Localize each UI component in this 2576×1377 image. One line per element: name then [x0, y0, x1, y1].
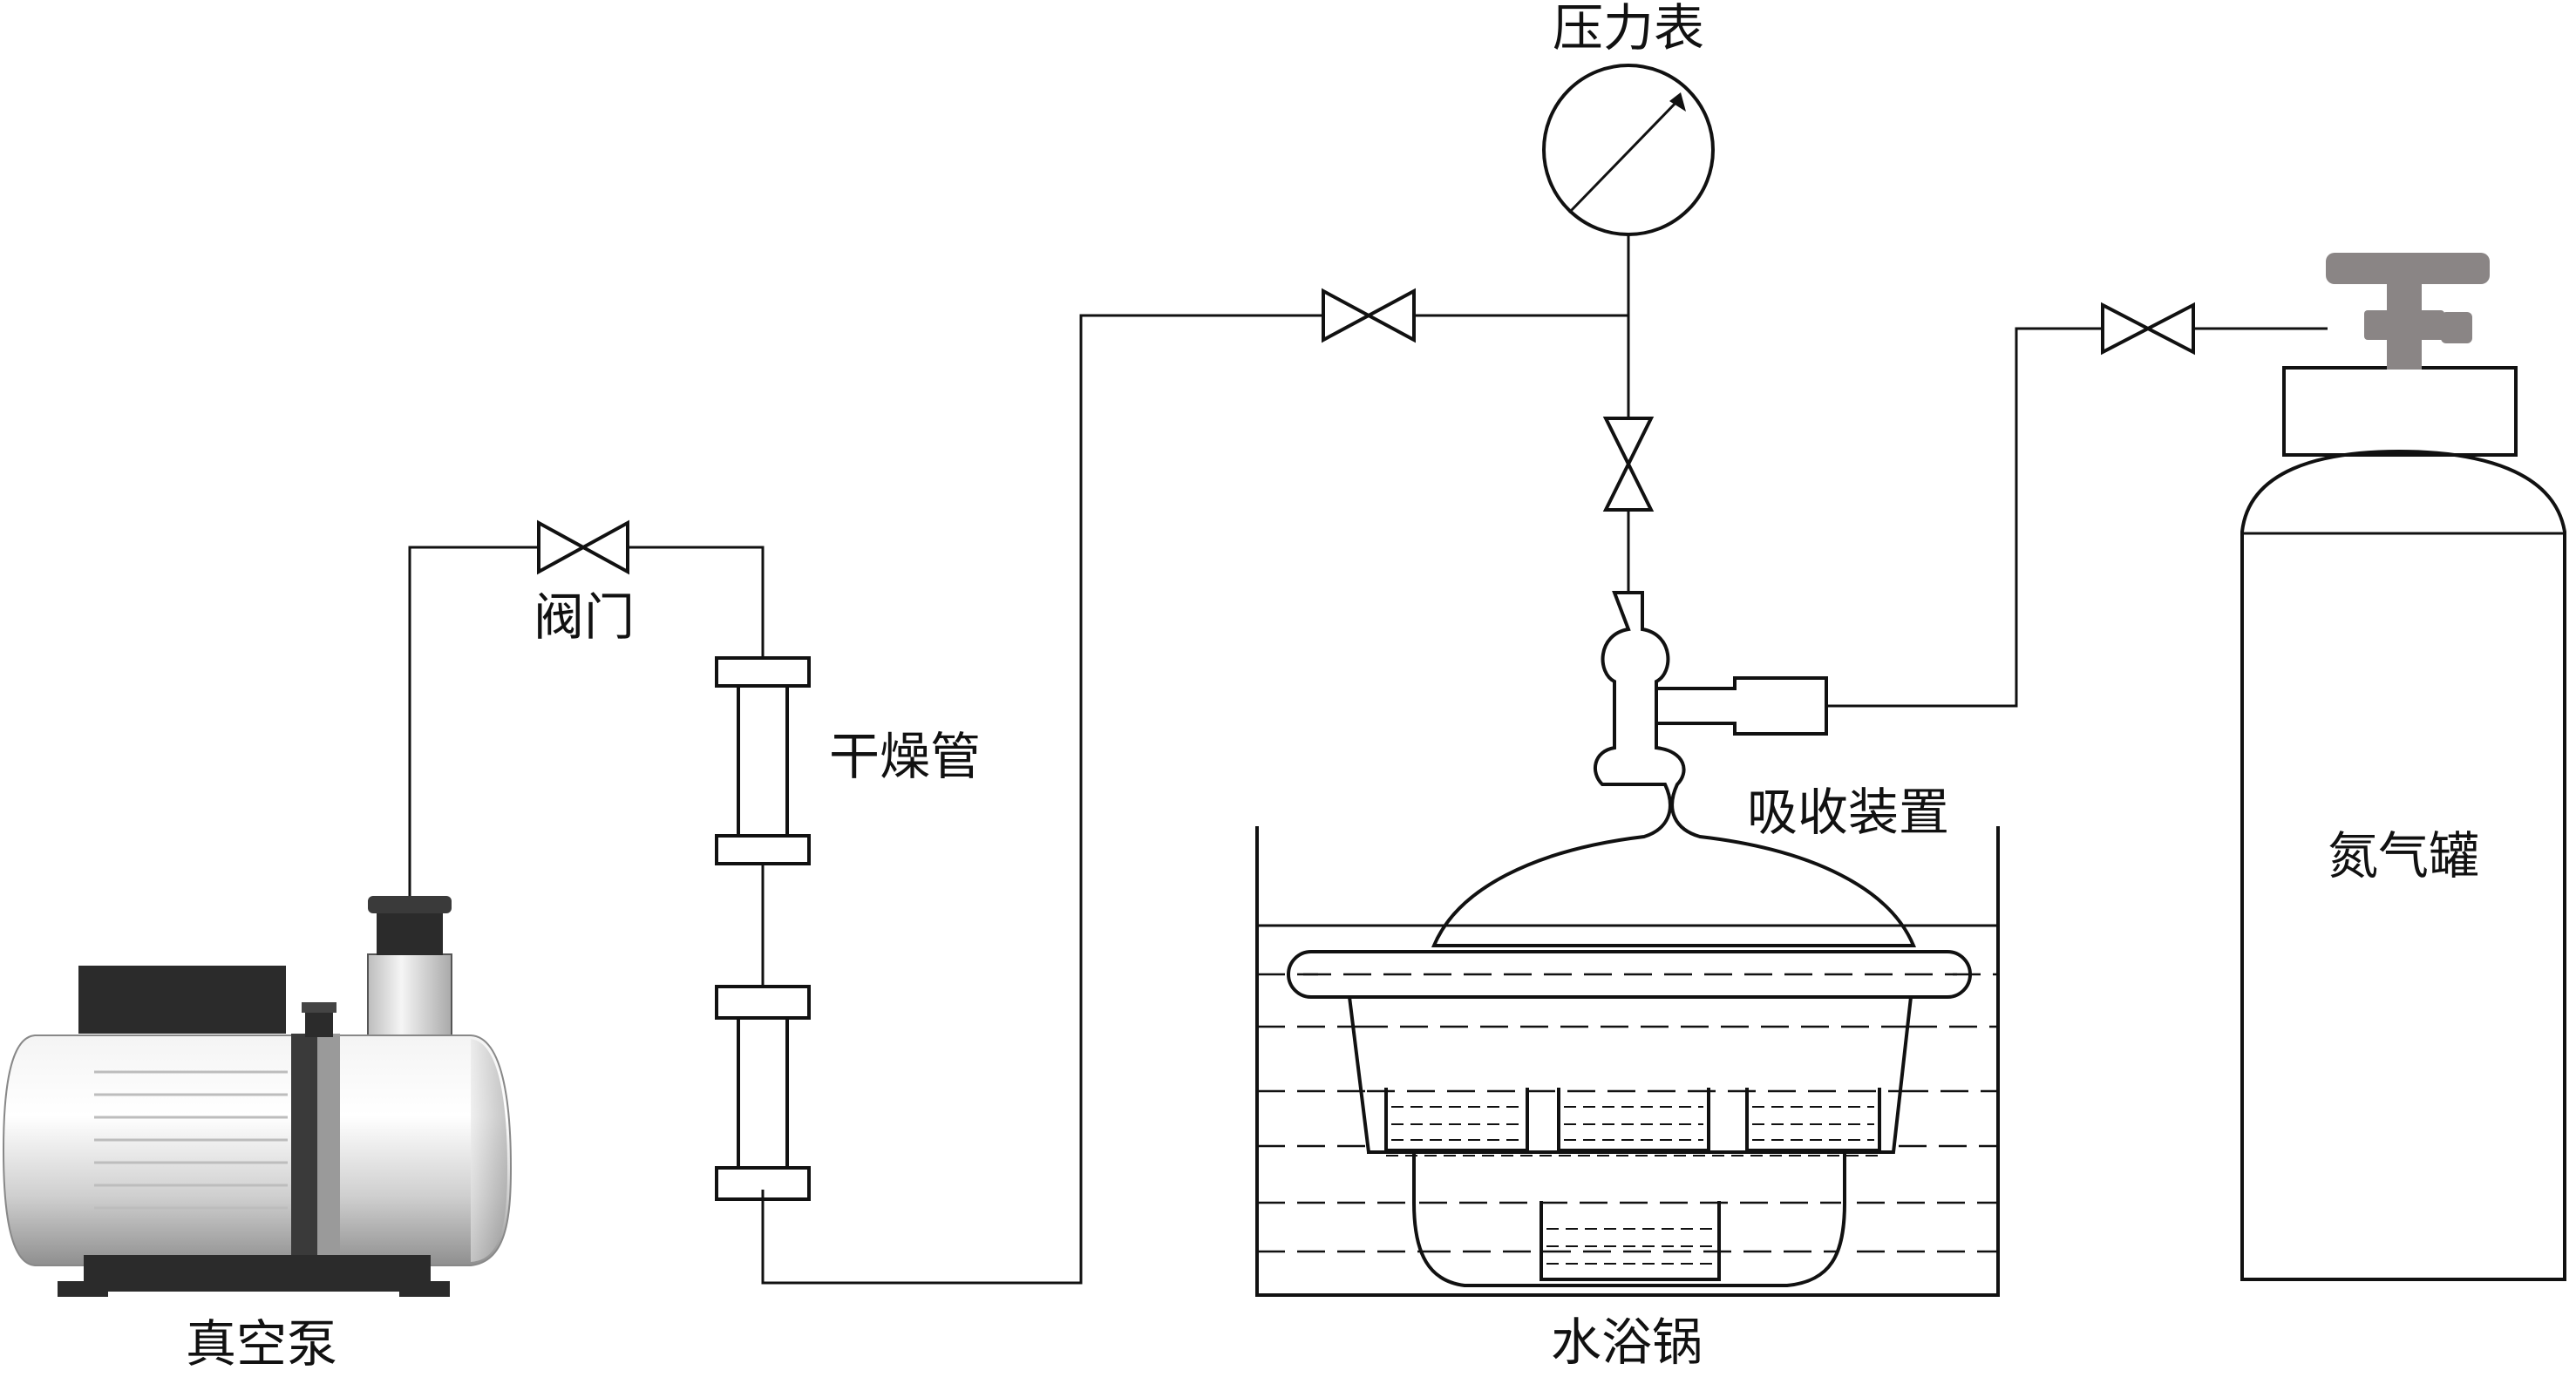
absorption-device [1287, 591, 1972, 1287]
pipe-network [408, 235, 2328, 1285]
pressure-gauge [1542, 64, 1715, 236]
valve-top-line[interactable] [1322, 288, 1416, 343]
nitrogen-tank [2240, 253, 2566, 1281]
drying-tube-lower [715, 985, 811, 1201]
water-bath [1255, 826, 2000, 1297]
absorption-tray-right [1745, 1088, 1881, 1152]
absorption-tray-middle [1557, 1088, 1710, 1152]
pump-cooling-fins [94, 1070, 288, 1210]
drying-tube-upper [715, 656, 811, 865]
nitrogen-tank-valve-handle[interactable] [2326, 253, 2490, 370]
label-drying-tube: 干燥管 [829, 727, 981, 786]
gauge-needle-icon [1669, 92, 1686, 112]
label-vacuum-pump: 真空泵 [186, 1314, 337, 1374]
absorption-bottom-dish [1539, 1201, 1721, 1281]
label-nitrogen-tank: 氮气罐 [2328, 826, 2479, 885]
label-absorption-device: 吸收装置 [1747, 783, 1949, 842]
absorption-tray-left [1384, 1088, 1529, 1152]
vacuum-pump [2, 896, 513, 1297]
label-water-bath: 水浴锅 [1551, 1313, 1703, 1372]
label-valve: 阀门 [534, 587, 635, 647]
label-pressure-gauge: 压力表 [1553, 0, 1704, 58]
valve-vertical[interactable] [1602, 417, 1655, 512]
valve-nitrogen-line[interactable] [2101, 302, 2195, 356]
valve-pump-line[interactable] [537, 519, 629, 575]
